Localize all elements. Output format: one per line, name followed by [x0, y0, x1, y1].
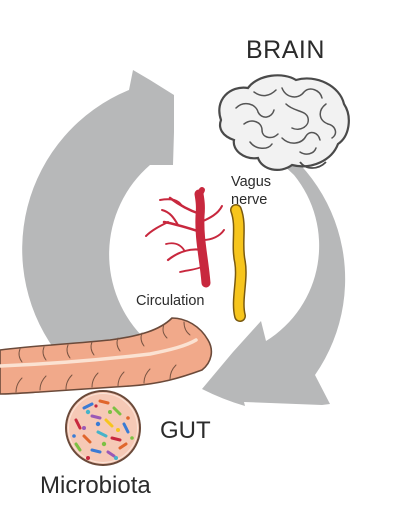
downward-arrow-icon: [202, 122, 346, 406]
microbiota-petri-dish-icon: [65, 390, 141, 466]
brain-label: BRAIN: [246, 36, 325, 64]
upward-arrow-icon: [22, 70, 174, 358]
gut-label: GUT: [160, 417, 211, 444]
vagus-nerve-icon: [230, 204, 247, 322]
intestine-icon: [0, 317, 213, 395]
cocci-icon: [72, 404, 134, 460]
vagus-nerve-label: Vagus nerve: [231, 174, 272, 208]
cycle-arrows-icon: [22, 70, 346, 406]
blood-vessel-icon: [145, 187, 225, 288]
circulation-label: Circulation: [136, 293, 205, 309]
brain-icon: [218, 74, 350, 171]
microbiota-label: Microbiota: [40, 472, 151, 499]
bacteria-icon: [74, 399, 130, 458]
